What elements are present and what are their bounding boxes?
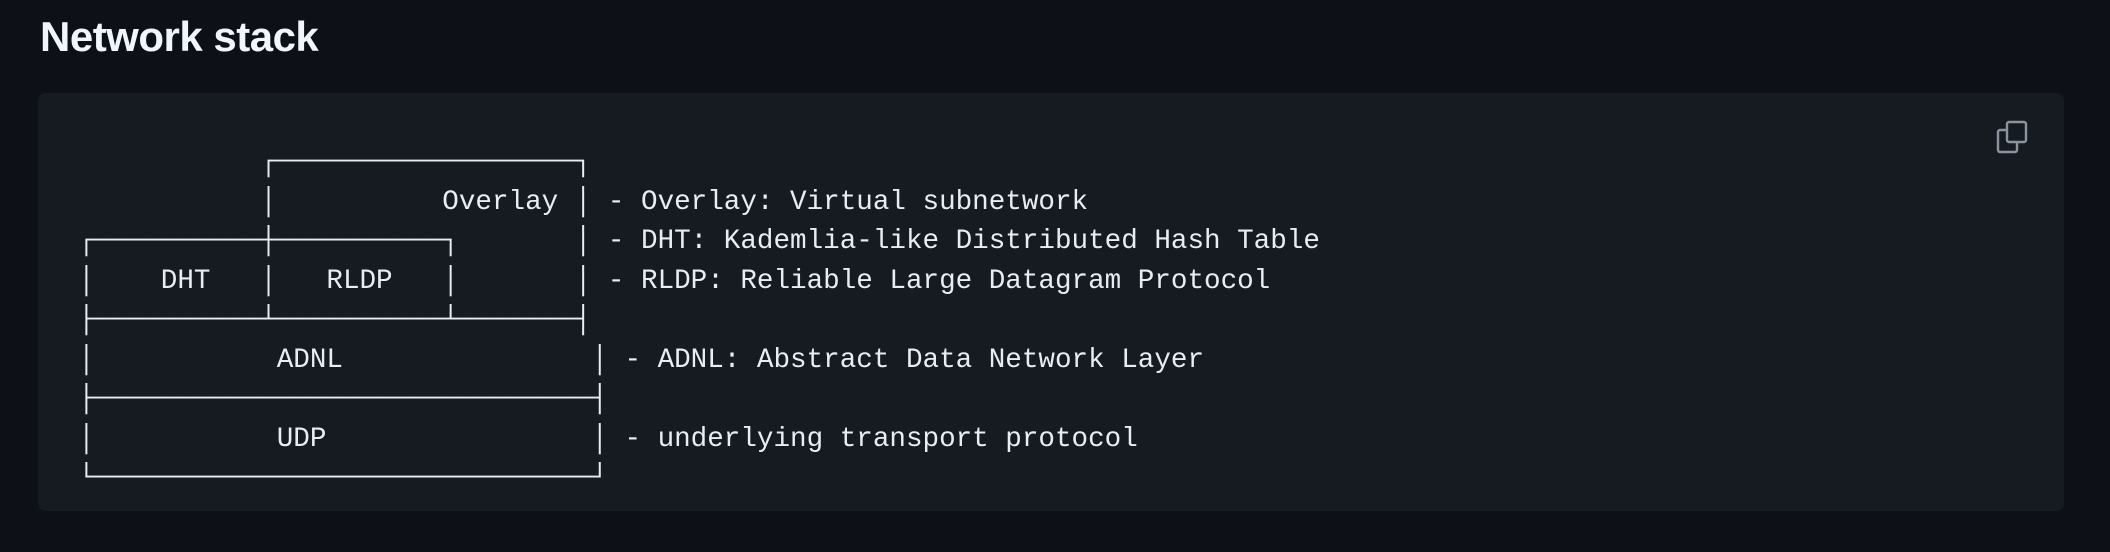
copy-icon [1996,120,2028,154]
code-block: ┌──────────────────┐ │ Overlay │ - Overl… [38,93,2064,511]
code-line: └──────────────────────────────┘ [78,463,608,494]
code-line: │ DHT │ RLDP │ │ - RLDP: Reliable Large … [78,265,1271,297]
code-line: │ ADNL │ - ADNL: Abstract Data Network L… [78,344,1205,376]
section-heading: Network stack [40,13,319,60]
code-line: ┌──────────────────┐ [78,147,592,178]
code-line: │ Overlay │ - Overlay: Virtual subnetwor… [78,186,1089,218]
code-line: │ UDP │ - underlying transport protocol [78,423,1138,455]
code-line: ├──────────────────────────────┤ [78,384,608,415]
copy-button[interactable] [1990,115,2034,159]
code-line: ├──────────┴──────────┴───────┤ [78,305,592,336]
code-line: ┌──────────┼──────────┐ │ - DHT: Kademli… [78,226,1320,257]
code-content: ┌──────────────────┐ │ Overlay │ - Overl… [78,143,1320,499]
